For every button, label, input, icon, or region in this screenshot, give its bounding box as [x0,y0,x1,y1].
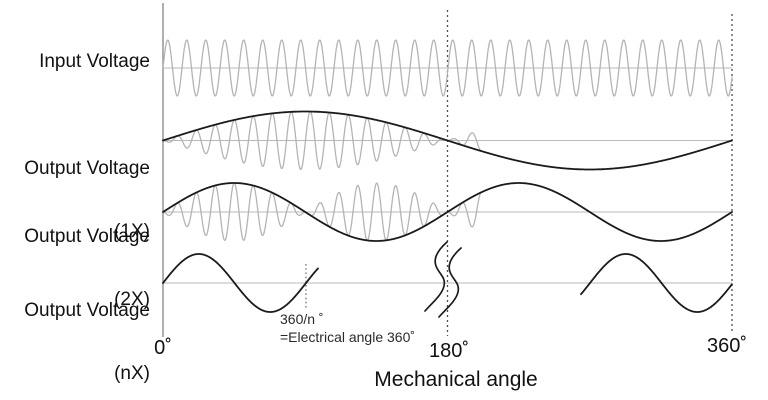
row-label-line1: Input Voltage [39,51,150,72]
row-label-line2: (2X) [114,289,150,310]
row-label-line2: (1X) [114,221,150,242]
row-label-line2: (nX) [114,363,150,384]
x-axis-title: Mechanical angle [374,368,538,391]
output-2x-envelope [162,182,733,242]
row-label-line1: Output Voltage [24,300,150,321]
axis-break-symbol [424,241,462,318]
row-label-output-1x: Output Voltage (1X) [0,116,150,284]
output-1x-envelope [162,110,733,171]
output-nx-wave-segment-1 [162,253,319,313]
row-label-line1: Output Voltage [24,158,150,179]
row-label-output-nx: Output Voltage (nX) [0,258,150,400]
annotation-electrical-angle: =Electrical angle 360˚ [280,329,416,345]
output-nx-wave-segment-2 [580,253,733,313]
axis-break-curve-right [438,247,462,318]
annotation-360-over-n: 360/n ˚ [280,311,324,327]
axis-break-curve-left [424,241,448,312]
reference-lines-group [162,3,733,337]
row-label-input-voltage: Input Voltage [0,51,150,72]
input-carrier-wave [162,39,733,97]
waves-group [162,39,733,313]
x-tick-360deg: 360˚ [706,335,748,357]
row-label-line1: Output Voltage [24,226,150,247]
row-label-output-2x: Output Voltage (2X) [0,184,150,352]
x-tick-180deg: 180˚ [428,340,470,362]
x-tick-0deg: 0˚ [154,337,172,359]
